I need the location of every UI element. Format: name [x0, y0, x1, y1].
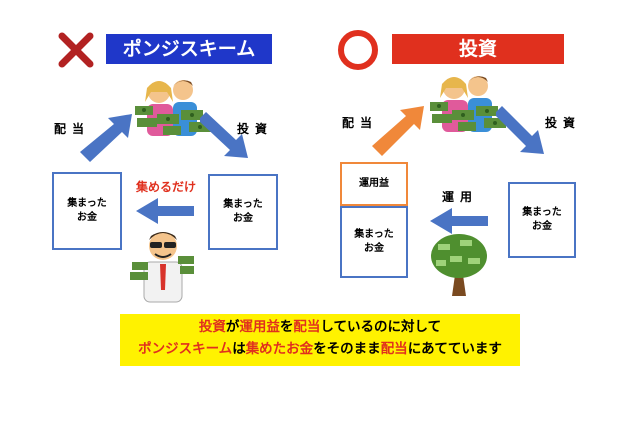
collected-money-box-bottom: 集まった お金: [340, 206, 408, 278]
arrow-left-icon-right: [430, 208, 488, 234]
note-segment: を: [279, 319, 294, 335]
collected-money-box-right: 集まった お金: [208, 174, 278, 250]
circle-icon: [338, 30, 378, 70]
people-with-money-icon: [135, 80, 211, 136]
investment-banner: 投資: [392, 34, 564, 64]
note-segment: 集めたお金: [245, 341, 314, 357]
note-line-2: ポンジスキームは集めたお金をそのまま配当にあてています: [120, 338, 520, 360]
cross-icon: [58, 32, 94, 68]
collected-money-box-far-right: 集まった お金: [508, 182, 576, 258]
arrow-left-icon: [136, 198, 194, 224]
note-segment: が: [225, 319, 240, 335]
note-segment: をそのまま: [313, 341, 381, 357]
arrow-down-right-icon: [200, 112, 248, 158]
con-man-icon: [130, 232, 194, 303]
money-tree-icon: [431, 234, 487, 296]
note-segment: 配当: [293, 319, 321, 335]
dividend-label-right: 配当: [342, 116, 379, 130]
ponzi-banner: ポンジスキーム: [106, 34, 272, 64]
dividend-label: 配当: [54, 122, 91, 136]
people-with-money-icon-right: [430, 76, 506, 132]
note-segment: しているのに対して: [320, 319, 442, 335]
just-collecting-caption: 集めるだけ: [136, 180, 197, 194]
collected-money-box-left: 集まった お金: [52, 172, 122, 250]
arrow-up-right-icon: [80, 114, 132, 162]
note-segment: は: [232, 341, 246, 357]
note-line-1: 投資が運用益を配当しているのに対して: [120, 316, 520, 338]
note-segment: ポンジスキーム: [138, 341, 233, 357]
note-segment: 配当: [380, 341, 408, 357]
arrow-down-right-icon-right: [496, 106, 544, 154]
note-segment: 運用益: [239, 319, 280, 335]
invest-label: 投資: [237, 122, 274, 136]
note-segment: にあてています: [407, 341, 502, 357]
arrow-up-right-orange-icon: [372, 106, 424, 156]
investment-profit-box: 運用益: [340, 162, 408, 206]
explanation-note: 投資が運用益を配当しているのに対して ポンジスキームは集めたお金をそのまま配当に…: [120, 314, 520, 366]
note-segment: 投資: [198, 319, 226, 335]
operation-label: 運用: [442, 190, 479, 204]
invest-label-right: 投資: [545, 116, 582, 130]
